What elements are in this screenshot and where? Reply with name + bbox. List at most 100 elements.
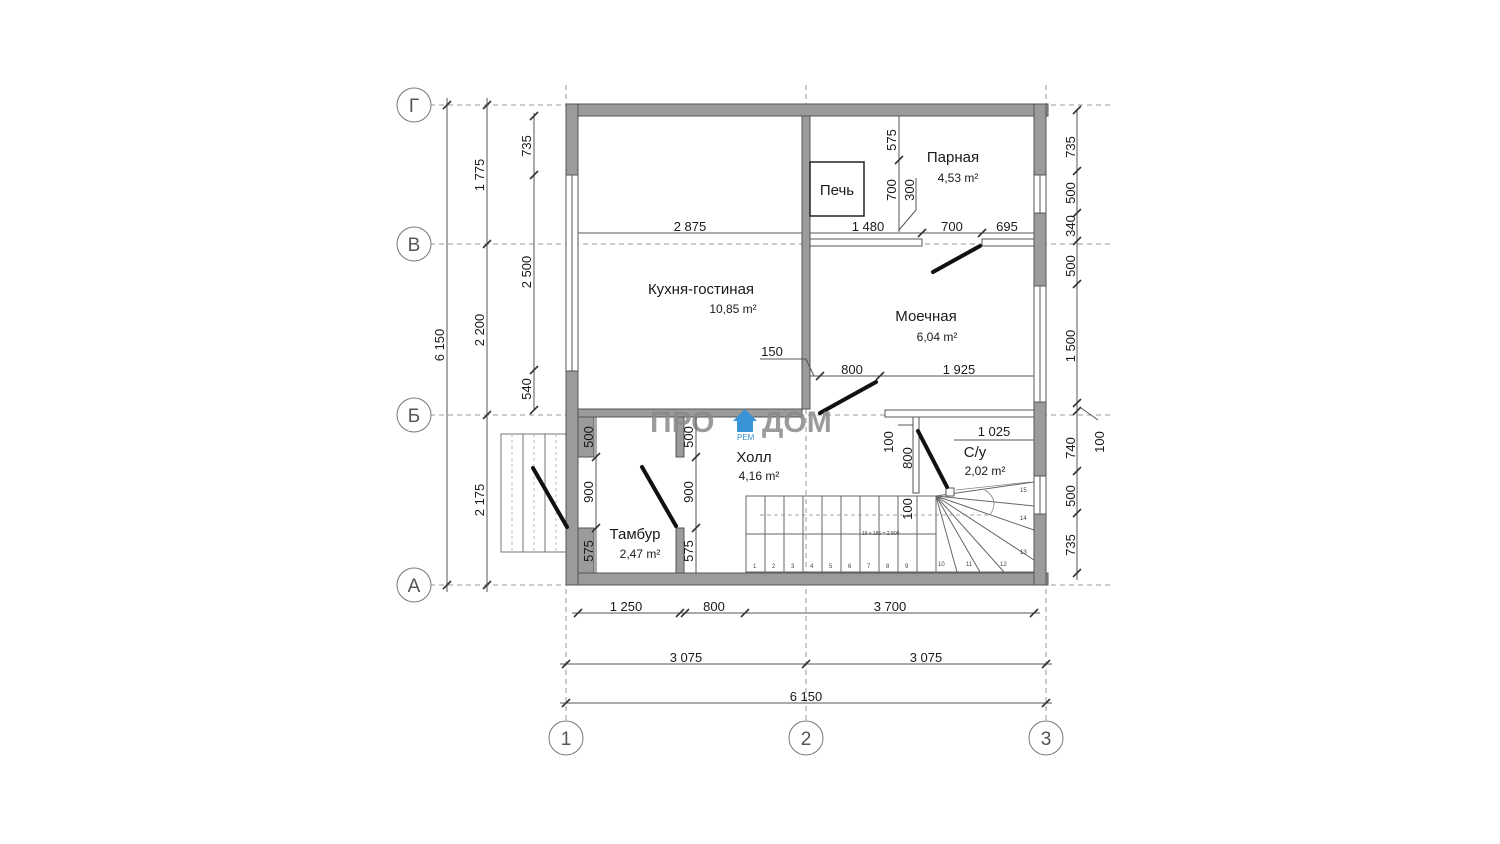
dim-sauna-v1: 575 [884,129,899,151]
axis-label-2: 2 [801,729,812,750]
dim-left-total: 6 150 [432,329,447,362]
svg-text:3: 3 [791,564,795,570]
dim-bottom-5: 3 075 [910,650,943,665]
door-entrance [531,466,569,529]
wall-wash-bottom [884,409,1035,418]
dim-hall-6: 575 [681,540,696,562]
wall-sauna-left [809,238,923,247]
axis-markers: Г В Б А 1 2 3 [396,87,1064,756]
svg-text:10: 10 [938,562,945,568]
room-tambour-area: 2,47 m² [620,547,661,561]
dim-wc-4: 1 025 [978,424,1011,439]
stove [809,161,865,217]
svg-text:6: 6 [848,564,852,570]
room-wc-area: 2,02 m² [965,464,1006,478]
dim-wc-2: 800 [900,447,915,469]
doors [531,244,982,529]
dim-hall-1: 500 [581,426,596,448]
svg-text:14: 14 [1020,516,1027,522]
room-sauna-name: Парная [927,149,979,166]
bottom-dimensions: 1 250 800 3 700 3 075 3 075 6 150 [560,599,1052,708]
wall-bottom [565,572,1049,586]
room-labels: Кухня-гостиная 10,85 m² Парная 4,53 m² М… [610,149,1006,561]
room-hall-name: Холл [736,449,771,466]
dim-right-1: 735 [1063,136,1078,158]
dim-right-9: 735 [1063,534,1078,556]
axis-bubble-a [396,567,432,603]
dim-wc-1: 100 [881,431,896,453]
room-wash-area: 6,04 m² [917,330,958,344]
logo-left-text: ПРО [650,406,715,439]
door-wc [916,429,949,489]
svg-text:2: 2 [772,564,776,570]
dim-wash-1: 150 [761,344,783,359]
room-kitchen-name: Кухня-гостиная [648,281,754,298]
svg-text:13: 13 [1020,550,1027,556]
right-dimensions: 735 500 340 500 1 500 100 740 500 735 [1063,105,1107,580]
door-sauna [931,244,982,274]
dim-hall-5: 900 [681,481,696,503]
dim-left-inner-2: 2 500 [519,256,534,289]
dim-sauna-3: 695 [996,219,1018,234]
dim-wash-3: 1 925 [943,362,976,377]
room-sauna-area: 4,53 m² [938,171,979,185]
dim-hall-2: 900 [581,481,596,503]
staircase: 1 2 3 4 5 6 7 8 9 10 11 12 13 14 15 15 x… [745,481,1035,573]
svg-text:12: 12 [1000,562,1007,568]
svg-text:1: 1 [753,564,757,570]
axis-bubble-b [396,397,432,433]
house-icon [733,409,757,432]
axis-label-v: В [408,235,421,256]
windows [565,174,1047,515]
wall-tambour-bottom [577,527,595,574]
axis-label-b: Б [408,406,420,427]
wall-kitchen-bottom [577,408,803,418]
room-wc-name: С/у [964,444,987,461]
room-tambour-name: Тамбур [610,526,661,543]
svg-text:8: 8 [886,564,890,570]
axis-bubble-3 [1028,720,1064,756]
svg-text:4: 4 [810,564,814,570]
wall-sauna-right [981,238,1035,247]
dim-sauna-2: 700 [941,219,963,234]
dim-left-mid-2: 2 200 [472,314,487,347]
dim-left-inner-3: 540 [519,378,534,400]
dim-wash-2: 800 [841,362,863,377]
axis-label-1: 1 [561,729,572,750]
dim-sauna-v3: 300 [902,179,917,201]
door-wash [818,380,878,415]
dim-left-mid-1: 1 775 [472,159,487,192]
dim-right-3: 340 [1063,215,1078,237]
dim-right-8: 500 [1063,485,1078,507]
watermark-logo: ПРО РЕМ ДОМ [650,406,832,442]
left-dimensions: 6 150 1 775 2 200 2 175 735 2 500 540 [432,98,539,592]
axis-bubble-2 [788,720,824,756]
dim-right-6: 100 [1092,431,1107,453]
dim-sauna-1: 1 480 [852,219,885,234]
dim-sauna-v2: 700 [884,179,899,201]
dim-right-7: 740 [1063,437,1078,459]
axis-label-3: 3 [1041,729,1052,750]
axis-bubble-1 [548,720,584,756]
logo-sub-text: РЕМ [737,433,755,442]
wall-hall-bottom [675,527,685,574]
dim-bottom-2: 800 [703,599,725,614]
dim-bottom-total: 6 150 [790,689,823,704]
dim-right-4: 500 [1063,255,1078,277]
room-hall-area: 4,16 m² [739,469,780,483]
dim-hall-3: 575 [581,540,596,562]
logo-right-text: ДОМ [762,406,832,439]
room-kitchen-area: 10,85 m² [709,302,756,316]
dim-bottom-1: 1 250 [610,599,643,614]
dim-left-mid-3: 2 175 [472,484,487,517]
svg-text:9: 9 [905,564,909,570]
stair-note: 15 x 185 = 2 800 [862,531,900,537]
wall-center [801,115,811,410]
svg-text:15: 15 [1020,488,1027,494]
svg-text:7: 7 [867,564,871,570]
grid-lines [430,85,1110,720]
dim-wc-3: 100 [900,498,915,520]
porch-steps [500,433,568,553]
dim-kitchen-width: 2 875 [674,219,707,234]
